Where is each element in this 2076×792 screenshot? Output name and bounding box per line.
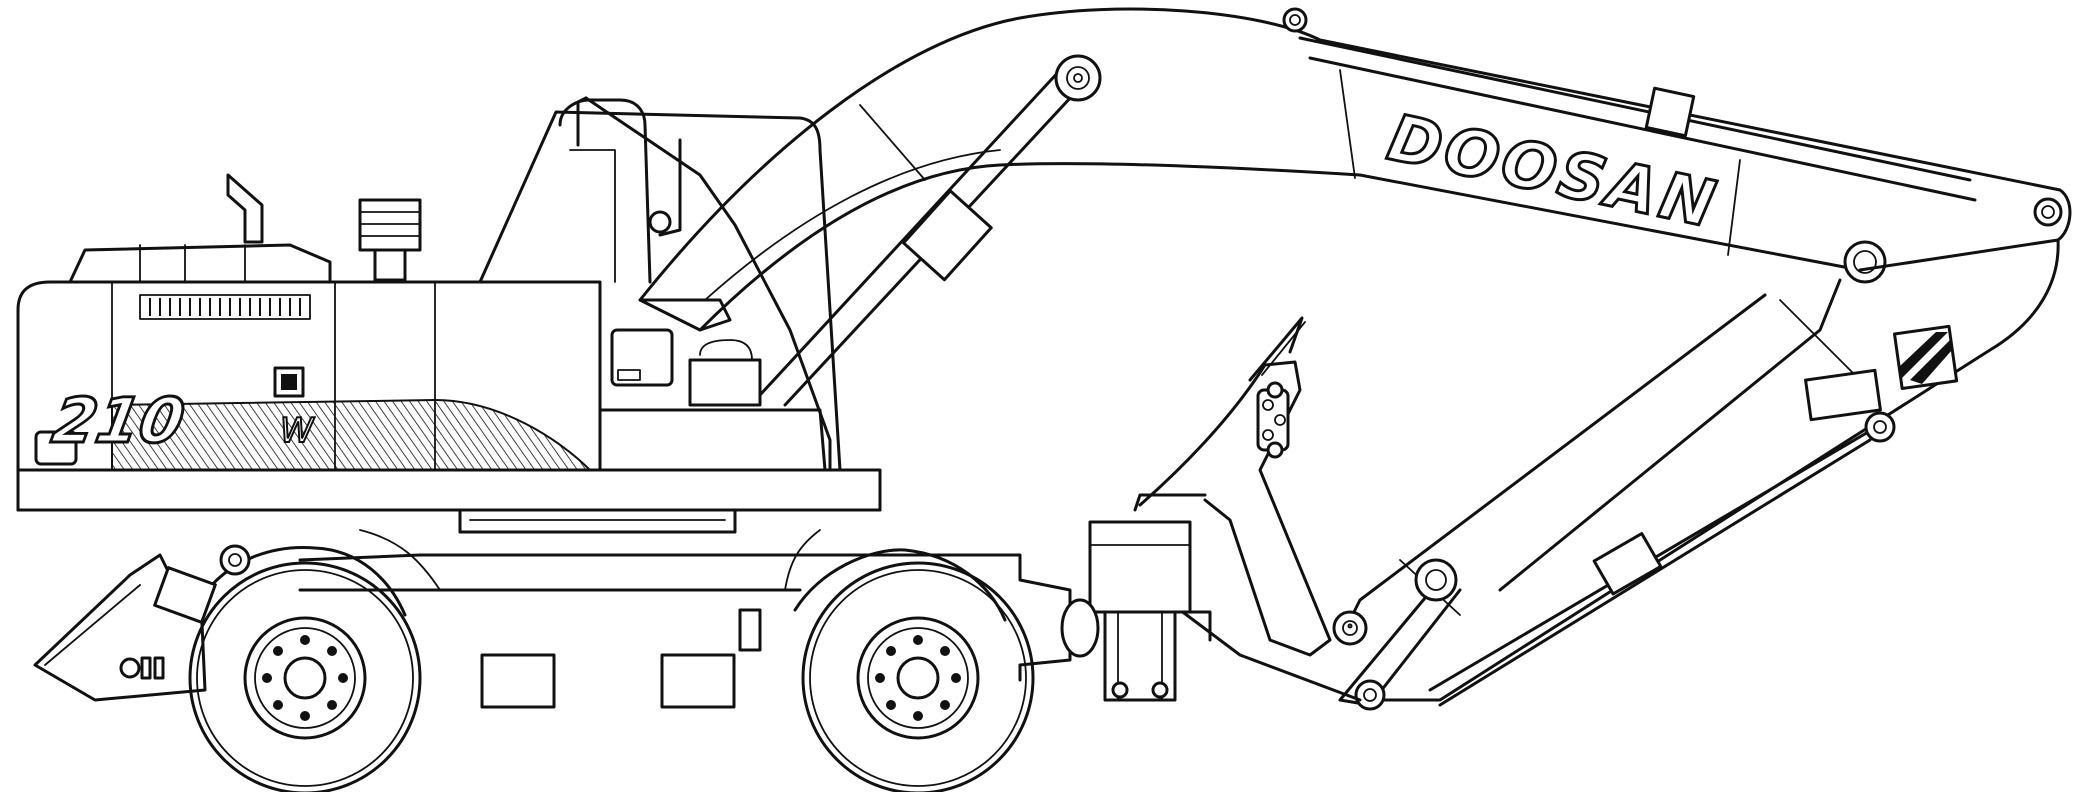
rear-outrigger (1060, 520, 1212, 702)
undercarriage (33, 520, 1212, 792)
bucket (1133, 316, 1362, 702)
engine-vents (139, 294, 311, 320)
model-number-text: 210 (47, 384, 189, 456)
upper-structure: 210 W (16, 96, 882, 534)
rear-wheel (801, 561, 1035, 792)
warning-decal (1893, 324, 1959, 390)
dozer-blade (33, 544, 251, 702)
front-wheel (188, 561, 422, 792)
arm-assembly: DOOSAN (638, 7, 2072, 711)
model-suffix-text: W (280, 411, 315, 451)
